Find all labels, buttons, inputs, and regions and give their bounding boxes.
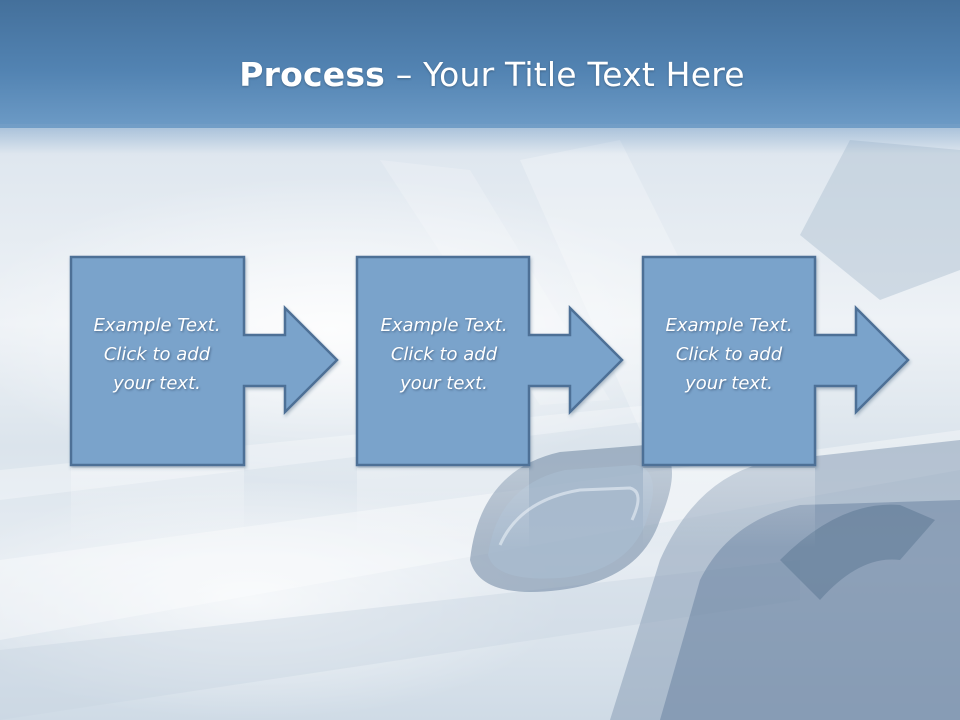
step-1-line-2: Click to add (103, 344, 211, 365)
step-2-line-3: your text. (400, 373, 488, 394)
title-rest: – Your Title Text Here (385, 55, 745, 94)
step-3-line-2: Click to add (675, 344, 783, 365)
process-step-1[interactable] (69, 255, 339, 548)
title-bar-fade (0, 124, 960, 154)
slide-title[interactable]: Process – Your Title Text Here (0, 52, 960, 98)
process-step-2[interactable] (355, 255, 624, 548)
title-strong: Process (239, 55, 386, 94)
step-2-line-2: Click to add (390, 344, 498, 365)
step-1-line-3: your text. (113, 373, 201, 394)
step-1-text[interactable]: Example Text. Click to add your text. (67, 311, 247, 398)
title-bar (0, 0, 960, 128)
step-3-text[interactable]: Example Text. Click to add your text. (639, 311, 819, 398)
process-step-3[interactable] (641, 255, 910, 548)
step-3-line-3: your text. (685, 373, 773, 394)
step-2-text[interactable]: Example Text. Click to add your text. (354, 311, 534, 398)
step-2-line-1: Example Text. (380, 315, 508, 336)
step-3-line-1: Example Text. (665, 315, 793, 336)
step-1-line-1: Example Text. (93, 315, 221, 336)
